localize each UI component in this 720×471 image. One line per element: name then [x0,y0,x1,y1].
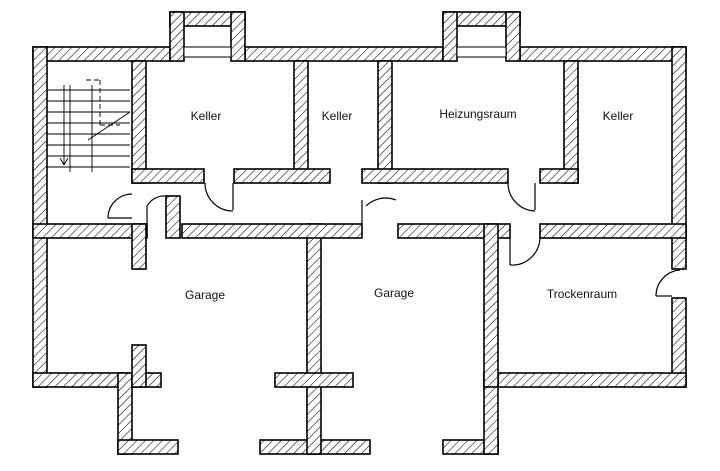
label-garage-2: Garage [374,286,414,300]
interior-walls [32,60,687,388]
label-keller-1: Keller [191,109,222,123]
label-keller-3: Keller [603,109,634,123]
window-left [183,46,232,58]
label-trockenraum: Trockenraum [547,287,617,301]
bay-left [169,11,246,62]
room-labels: Keller Keller Heizungsraum Keller Garage… [185,107,633,302]
staircase [47,79,131,172]
label-heizungsraum: Heizungsraum [439,107,516,121]
window-right [456,46,507,58]
label-keller-2: Keller [322,109,353,123]
outer-walls [32,46,687,455]
bay-right [442,11,521,62]
label-garage-1: Garage [185,288,225,302]
doors [107,182,681,297]
